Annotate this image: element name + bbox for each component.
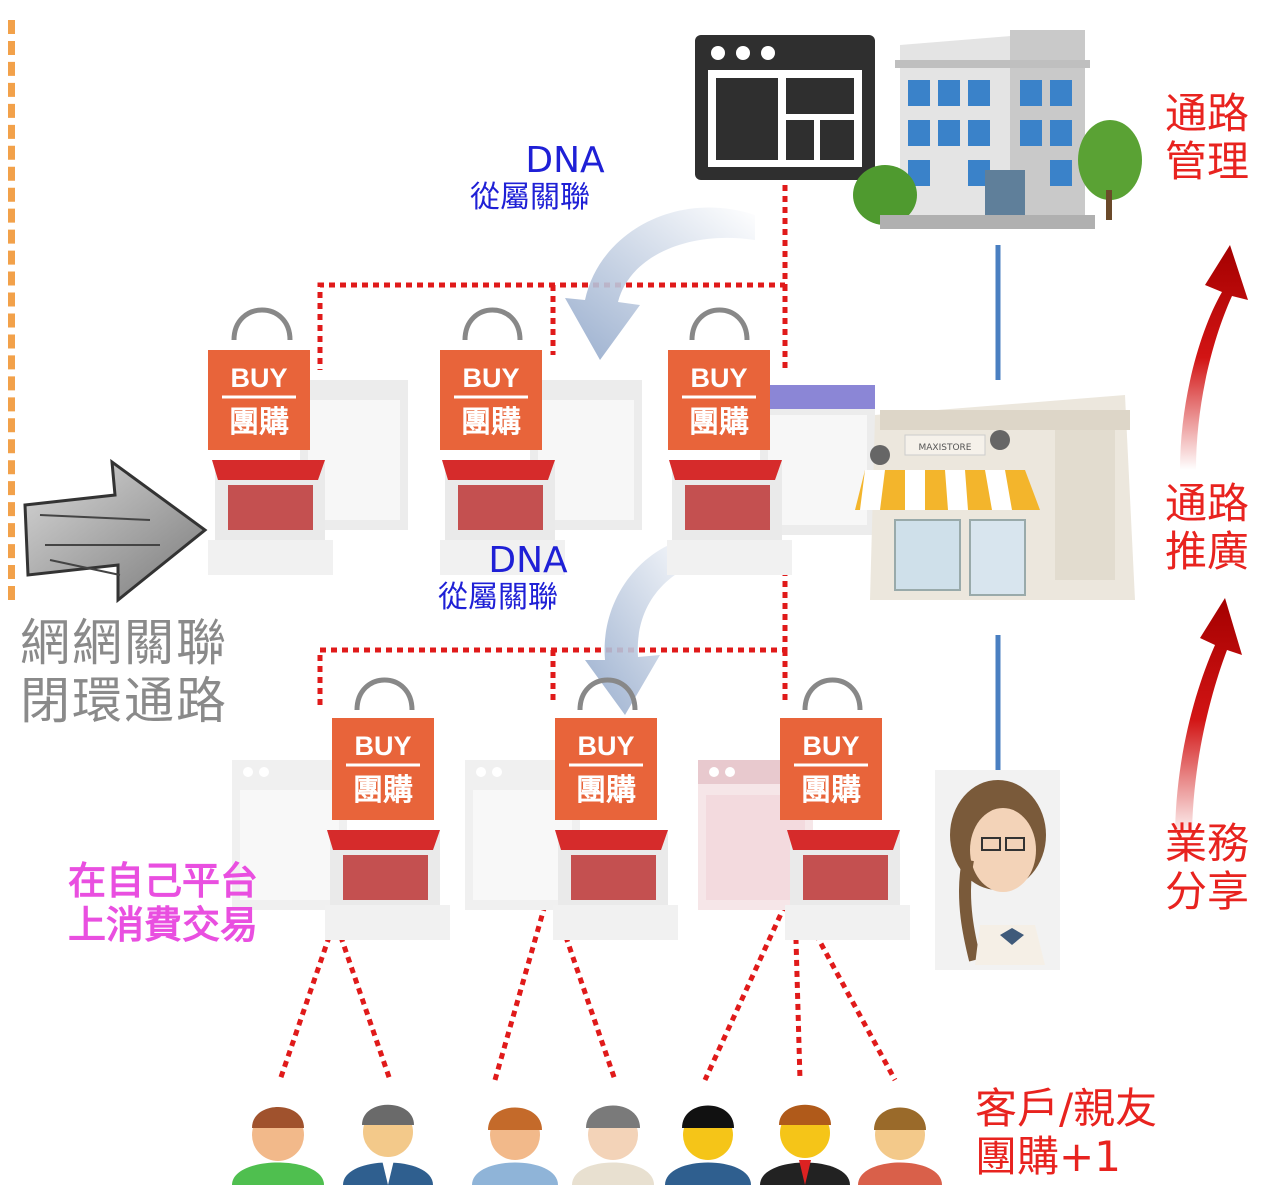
customers-row <box>232 1104 942 1185</box>
curved-arrow-icon <box>585 535 705 715</box>
bag-groupbuy-label: 團購 <box>576 773 636 808</box>
browser-window-icon <box>695 35 875 180</box>
storefront-sign: MAXISTORE <box>919 443 972 453</box>
person-avatar-icon <box>665 1105 751 1185</box>
dna-relation-mid: DNA 從屬關聯 <box>438 540 568 616</box>
dotted-connectors <box>277 185 898 1082</box>
bag-buy-label: BUY <box>802 731 859 761</box>
storefront-icon: MAXISTORE <box>855 395 1135 600</box>
business-sharing-label: 業務 分享 <box>1164 819 1249 917</box>
red-up-arrow-icon <box>1180 245 1248 470</box>
bag-groupbuy-label: 團購 <box>461 405 521 440</box>
dna-relation-top: DNA 從屬關聯 <box>470 140 605 216</box>
network-closed-loop-label: 網網關聯 閉環通路 <box>20 614 228 730</box>
woman-avatar-icon <box>935 770 1060 970</box>
bag-groupbuy-label: 團購 <box>801 773 861 808</box>
top-row-units: BUY 團購 BUY 團購 BUY 團購 <box>208 307 875 575</box>
bottom-row-units: BUY 團購 BUY 團購 BUY 團購 <box>232 677 910 940</box>
person-avatar-icon <box>760 1104 850 1185</box>
customer-groupbuy-label: 客戶/親友 團購+1 <box>975 1084 1158 1182</box>
left-dashed-border <box>0 20 15 600</box>
channel-promotion-label: 通路 推廣 <box>1164 479 1249 577</box>
bag-buy-label: BUY <box>690 363 747 393</box>
own-platform-label: 在自己平台 上消費交易 <box>68 859 259 947</box>
bag-groupbuy-label: 團購 <box>689 405 749 440</box>
person-avatar-icon <box>472 1107 558 1185</box>
curved-arrow-icon <box>565 207 755 360</box>
red-up-arrow-icon <box>1175 598 1242 840</box>
person-avatar-icon <box>858 1107 942 1185</box>
channel-management-label: 通路 管理 <box>1164 89 1249 187</box>
bag-groupbuy-label: 團購 <box>229 405 289 440</box>
person-avatar-icon <box>572 1105 654 1185</box>
person-avatar-icon <box>343 1104 433 1185</box>
bag-buy-label: BUY <box>462 363 519 393</box>
person-avatar-icon <box>232 1107 324 1185</box>
office-building-icon <box>853 30 1142 229</box>
bag-buy-label: BUY <box>354 731 411 761</box>
bag-buy-label: BUY <box>577 731 634 761</box>
bag-buy-label: BUY <box>230 363 287 393</box>
sketch-arrow-icon <box>23 458 208 604</box>
bag-groupbuy-label: 團購 <box>353 773 413 808</box>
